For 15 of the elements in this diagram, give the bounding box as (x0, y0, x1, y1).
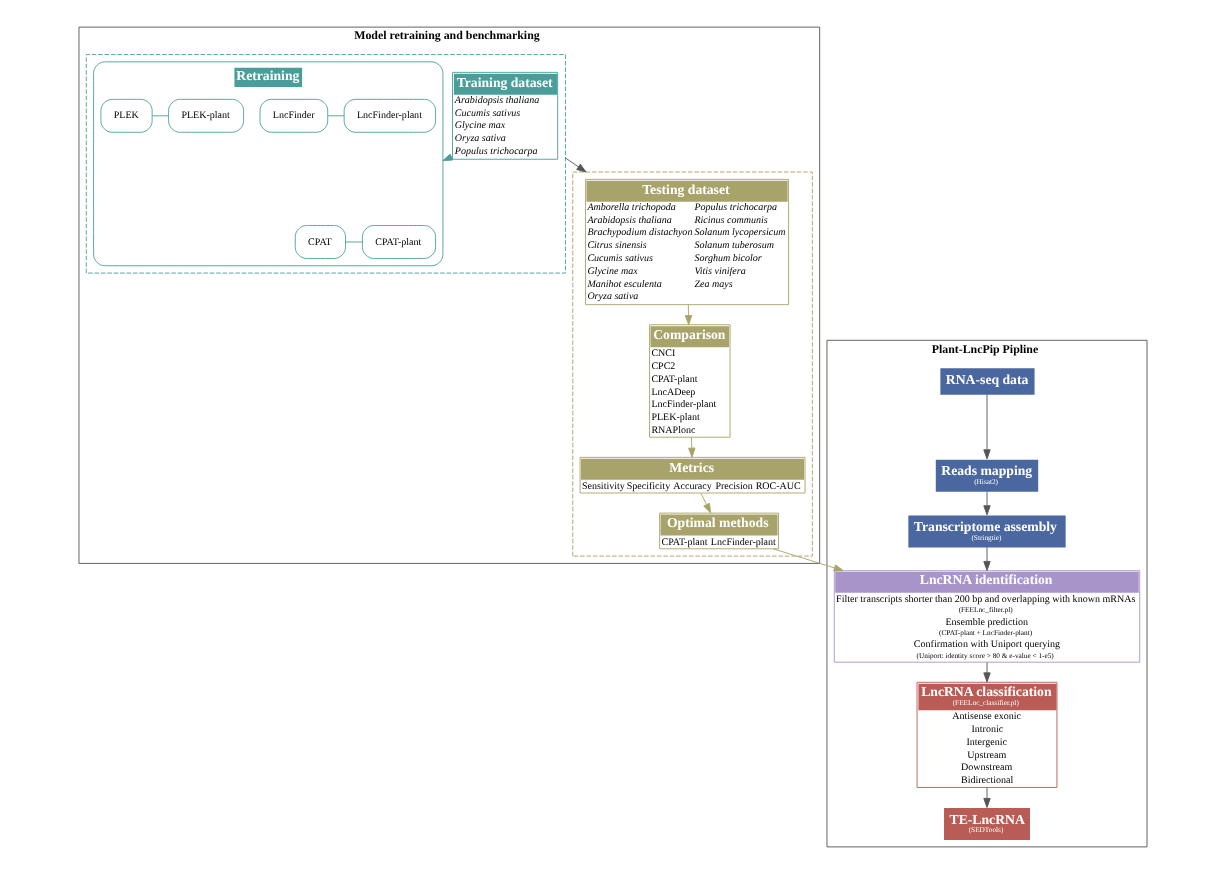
connector (345, 241, 363, 243)
arrow (983, 546, 991, 571)
arrow (565, 157, 587, 173)
arrow (983, 490, 991, 516)
arrow (688, 436, 696, 458)
cluster (572, 171, 813, 557)
connector (151, 115, 169, 117)
connector (327, 115, 345, 117)
arrow (772, 548, 844, 572)
arrow (983, 393, 991, 460)
arrow (700, 492, 712, 514)
arrow (983, 787, 991, 808)
arrow (684, 304, 693, 326)
arrow (983, 662, 991, 683)
cluster (85, 54, 566, 274)
